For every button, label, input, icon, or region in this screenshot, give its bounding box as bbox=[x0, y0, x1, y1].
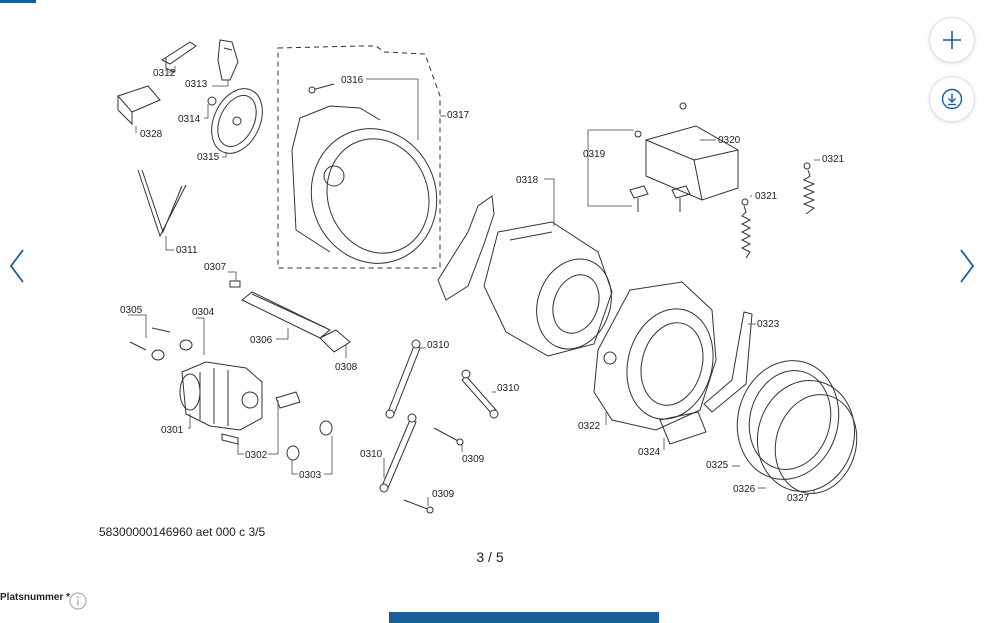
label-0309-a: 0309 bbox=[462, 454, 485, 465]
download-icon bbox=[941, 88, 963, 110]
part-0326-clamp-ring bbox=[756, 379, 856, 493]
label-0319: 0319 bbox=[583, 149, 606, 160]
part-0305 bbox=[129, 327, 171, 351]
part-0319 bbox=[629, 102, 691, 212]
download-button[interactable] bbox=[929, 76, 975, 122]
part-0316-screw bbox=[308, 83, 335, 94]
platsnummer-label: Platsnummer * bbox=[0, 592, 71, 603]
part-0306-heater bbox=[241, 291, 331, 339]
part-0309-a bbox=[433, 427, 464, 446]
label-0317: 0317 bbox=[447, 110, 470, 121]
label-0313: 0313 bbox=[185, 79, 208, 90]
chevron-left-icon bbox=[9, 249, 24, 283]
label-0324: 0324 bbox=[638, 447, 661, 458]
label-0312: 0312 bbox=[153, 68, 176, 79]
part-0315 bbox=[211, 88, 263, 154]
label-0308: 0308 bbox=[335, 362, 358, 373]
part-0303 bbox=[286, 420, 333, 461]
label-0323: 0323 bbox=[757, 319, 780, 330]
part-0318-drum bbox=[437, 195, 613, 357]
part-0322-front-tub bbox=[593, 281, 717, 431]
part-0311 bbox=[137, 169, 187, 238]
label-0309-b: 0309 bbox=[432, 489, 455, 500]
part-0312 bbox=[160, 41, 197, 73]
part-0307 bbox=[229, 280, 241, 288]
primary-action-button[interactable] bbox=[389, 612, 659, 623]
label-0327: 0327 bbox=[787, 493, 810, 504]
part-0304 bbox=[151, 339, 193, 361]
part-0320-detergent-drawer-housing bbox=[645, 125, 739, 201]
plus-icon bbox=[943, 31, 961, 49]
label-0310-b: 0310 bbox=[497, 383, 520, 394]
zoom-in-button[interactable] bbox=[929, 17, 975, 63]
page-indicator: 3 / 5 bbox=[476, 549, 504, 565]
active-tab-indicator bbox=[0, 0, 36, 3]
previous-page-button[interactable] bbox=[5, 246, 29, 286]
part-0310-shock-b bbox=[461, 369, 499, 419]
part-0328 bbox=[117, 85, 161, 126]
part-0310-shock-a bbox=[385, 339, 421, 419]
part-0301-motor bbox=[179, 361, 263, 431]
part-0321-spring-b bbox=[802, 162, 816, 215]
document-id: 58300000146960 aet 000 c 3/5 bbox=[99, 525, 266, 539]
label-0306: 0306 bbox=[250, 335, 273, 346]
label-0316: 0316 bbox=[341, 75, 364, 86]
chevron-right-icon bbox=[960, 249, 975, 283]
label-0314: 0314 bbox=[178, 114, 201, 125]
label-0311: 0311 bbox=[176, 245, 198, 256]
part-0309-b bbox=[403, 499, 434, 514]
part-0324 bbox=[659, 411, 707, 445]
label-0307: 0307 bbox=[204, 262, 227, 273]
part-0323 bbox=[703, 311, 753, 413]
next-page-button[interactable] bbox=[955, 246, 979, 286]
label-0305: 0305 bbox=[120, 305, 143, 316]
label-0310-a: 0310 bbox=[427, 340, 450, 351]
part-0327-ring bbox=[774, 394, 858, 494]
label-0322: 0322 bbox=[578, 421, 601, 432]
part-0314 bbox=[207, 96, 217, 106]
label-0303: 0303 bbox=[299, 470, 322, 481]
info-icon[interactable] bbox=[69, 592, 87, 610]
part-0310-shock-c bbox=[379, 413, 417, 493]
label-0304: 0304 bbox=[192, 307, 215, 318]
label-0326: 0326 bbox=[733, 484, 756, 495]
label-0315: 0315 bbox=[197, 152, 220, 163]
part-0317-rear-tub bbox=[277, 45, 441, 269]
part-0313 bbox=[217, 39, 239, 81]
label-0320: 0320 bbox=[718, 135, 741, 146]
label-0310-c: 0310 bbox=[360, 449, 383, 460]
label-0325: 0325 bbox=[706, 460, 729, 471]
label-0302: 0302 bbox=[245, 450, 268, 461]
label-0321-a: 0321 bbox=[755, 191, 778, 202]
label-0328: 0328 bbox=[140, 129, 163, 140]
part-0308 bbox=[319, 329, 351, 353]
part-0325-door-seal bbox=[736, 360, 840, 480]
label-0321-b: 0321 bbox=[822, 154, 845, 165]
part-0321-spring-a bbox=[740, 198, 752, 259]
label-0318: 0318 bbox=[516, 175, 539, 186]
label-0301: 0301 bbox=[161, 425, 184, 436]
